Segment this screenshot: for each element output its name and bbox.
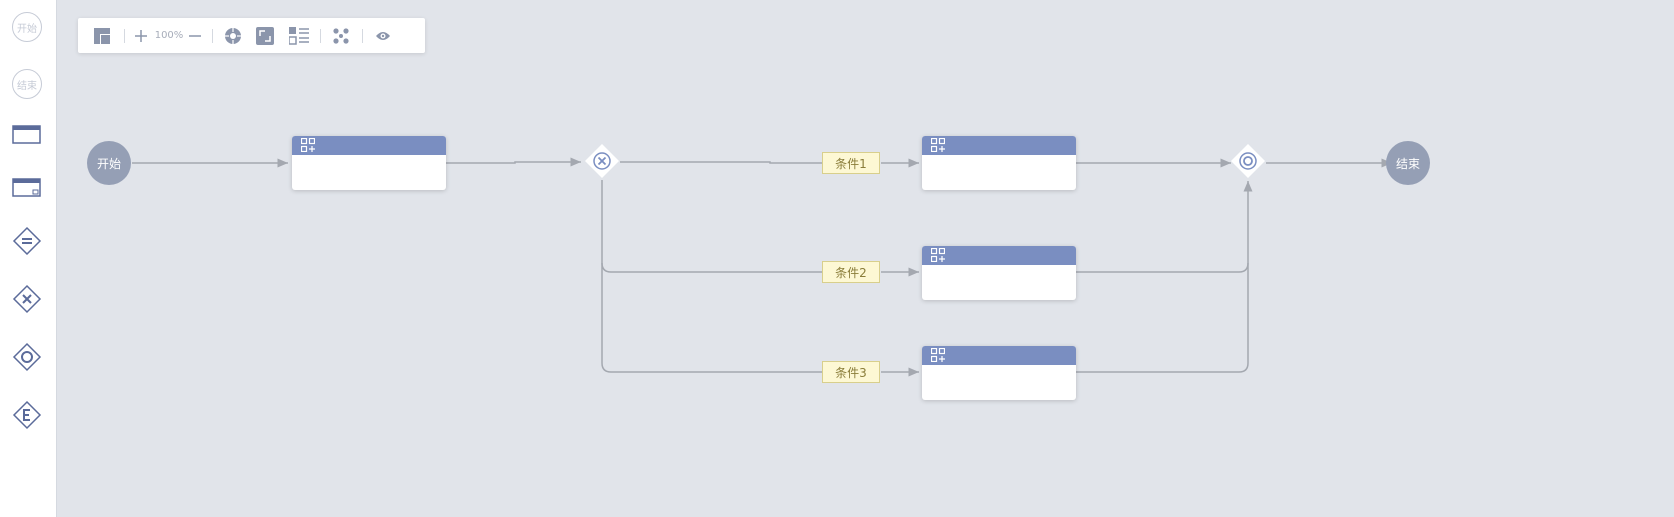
palette-event-gateway-icon[interactable]: [12, 400, 44, 432]
branch-task-node-2[interactable]: [922, 246, 1076, 300]
condition-text: 条件3: [835, 365, 867, 380]
palette-task-icon[interactable]: [12, 122, 44, 154]
task-header: [922, 136, 1076, 155]
toolbar-divider: [320, 29, 321, 43]
task-type-icon: [931, 248, 945, 262]
exclusive-gateway-icon: [585, 144, 619, 178]
start-event-label: 开始: [96, 156, 121, 171]
diagram-toolbar: 100%: [78, 18, 425, 53]
edge-task3-to-join: [1076, 263, 1249, 373]
palette-subprocess-icon[interactable]: [12, 175, 44, 207]
inclusive-gateway-icon: [1231, 144, 1265, 178]
task-header: [292, 136, 446, 155]
toolbar-divider: [362, 29, 363, 43]
task-node[interactable]: [292, 136, 446, 190]
zoom-in-icon[interactable]: [132, 18, 150, 53]
auto-layout-icon[interactable]: [328, 18, 354, 53]
palette-inclusive-gateway-icon[interactable]: [12, 342, 44, 374]
preview-eye-icon[interactable]: [370, 18, 396, 53]
toolbar-divider: [124, 29, 125, 43]
zoom-out-icon[interactable]: [186, 18, 204, 53]
palette-end-event[interactable]: 结束: [12, 69, 42, 99]
condition-text: 条件2: [835, 265, 867, 280]
edge-task-to-gateway: [446, 157, 581, 167]
condition-label-3[interactable]: 条件3: [822, 361, 880, 383]
edge-gateway-to-cond1: [620, 161, 822, 164]
exclusive-gateway-node[interactable]: [584, 143, 620, 179]
condition-label-2[interactable]: 条件2: [822, 261, 880, 283]
task-type-icon: [301, 138, 315, 152]
task-type-icon: [931, 348, 945, 362]
zoom-level-text: 100%: [154, 30, 184, 41]
edge-gateway-to-cond3: [601, 263, 822, 373]
end-event-node[interactable]: 结束: [1386, 141, 1430, 185]
condition-text: 条件1: [835, 156, 867, 171]
zoom-level: 100%: [152, 18, 186, 53]
reset-view-icon[interactable]: [220, 18, 246, 53]
palette-end-label: 结束: [17, 80, 37, 92]
palette-start-label: 开始: [17, 23, 37, 35]
inclusive-gateway-node[interactable]: [1230, 143, 1266, 179]
toolbar-divider: [212, 29, 213, 43]
minimap-icon[interactable]: [90, 18, 114, 53]
condition-label-1[interactable]: 条件1: [822, 152, 880, 174]
palette-parallel-gateway-icon[interactable]: [12, 226, 44, 258]
layout-list-icon[interactable]: [286, 18, 312, 53]
palette-exclusive-gateway-icon[interactable]: [12, 284, 44, 316]
edge-task2-to-join: [1076, 181, 1253, 273]
element-palette: 开始 结束: [0, 0, 57, 517]
branch-task-node-1[interactable]: [922, 136, 1076, 190]
palette-start-event[interactable]: 开始: [12, 12, 42, 42]
task-header: [922, 246, 1076, 265]
task-type-icon: [931, 138, 945, 152]
branch-task-node-3[interactable]: [922, 346, 1076, 400]
edge-gateway-to-cond2: [601, 180, 822, 273]
end-event-label: 结束: [1395, 156, 1420, 171]
fit-screen-icon[interactable]: [252, 18, 278, 53]
start-event-node[interactable]: 开始: [87, 141, 131, 185]
task-header: [922, 346, 1076, 365]
